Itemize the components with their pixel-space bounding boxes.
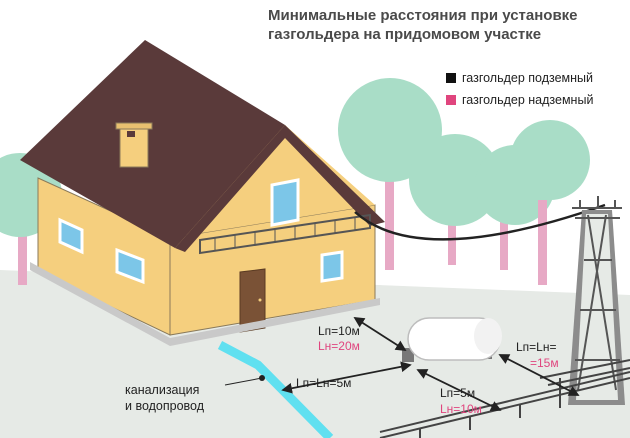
window-side — [58, 217, 84, 255]
window-front-right — [320, 250, 344, 283]
utility-pipe — [217, 341, 334, 438]
label-fence-underground: Lп=5м — [440, 386, 476, 400]
house — [20, 40, 385, 346]
legend-label-aboveground: газгольдер надземный — [462, 93, 594, 107]
window-attic — [270, 178, 300, 227]
utility-label: канализация и водопровод — [125, 382, 204, 414]
legend-swatch-pink — [446, 95, 456, 105]
legend-swatch-black — [446, 73, 456, 83]
power-cable — [354, 203, 606, 241]
label-house-underground: Lп=10м — [318, 324, 360, 338]
legend-label-underground: газгольдер подземный — [462, 71, 594, 85]
label-pole: Lп=Lн= — [516, 340, 557, 354]
arrow-house-tank — [353, 317, 407, 351]
legend-underground: газгольдер подземный — [446, 71, 593, 85]
title-line-2: газгольдера на придомовом участке — [268, 26, 542, 43]
door — [239, 268, 266, 333]
label-fence-aboveground: Lн=10м — [440, 402, 482, 416]
label-pole-value: =15м — [530, 356, 559, 370]
power-pole — [568, 196, 625, 405]
balcony — [199, 213, 371, 255]
arrow-tank-pole — [498, 354, 580, 396]
utility-label-line-1: канализация — [125, 383, 200, 397]
legend-aboveground: газгольдер надземный — [446, 93, 593, 107]
utility-label-line-2: и водопровод — [125, 399, 205, 413]
arrow-foundation-tank — [281, 361, 412, 394]
roof — [20, 40, 285, 248]
label-house-aboveground: Lн=20м — [318, 339, 360, 353]
page-title: Минимальные расстояния при установке газ… — [268, 6, 628, 44]
window-front-left — [115, 247, 145, 285]
title-line-1: Минимальные расстояния при установке — [268, 7, 578, 24]
gas-tank — [402, 317, 502, 362]
arrow-tank-fence — [416, 369, 502, 411]
background-trees — [0, 78, 590, 285]
label-foundation: Lп=Lн=5м — [296, 376, 352, 390]
